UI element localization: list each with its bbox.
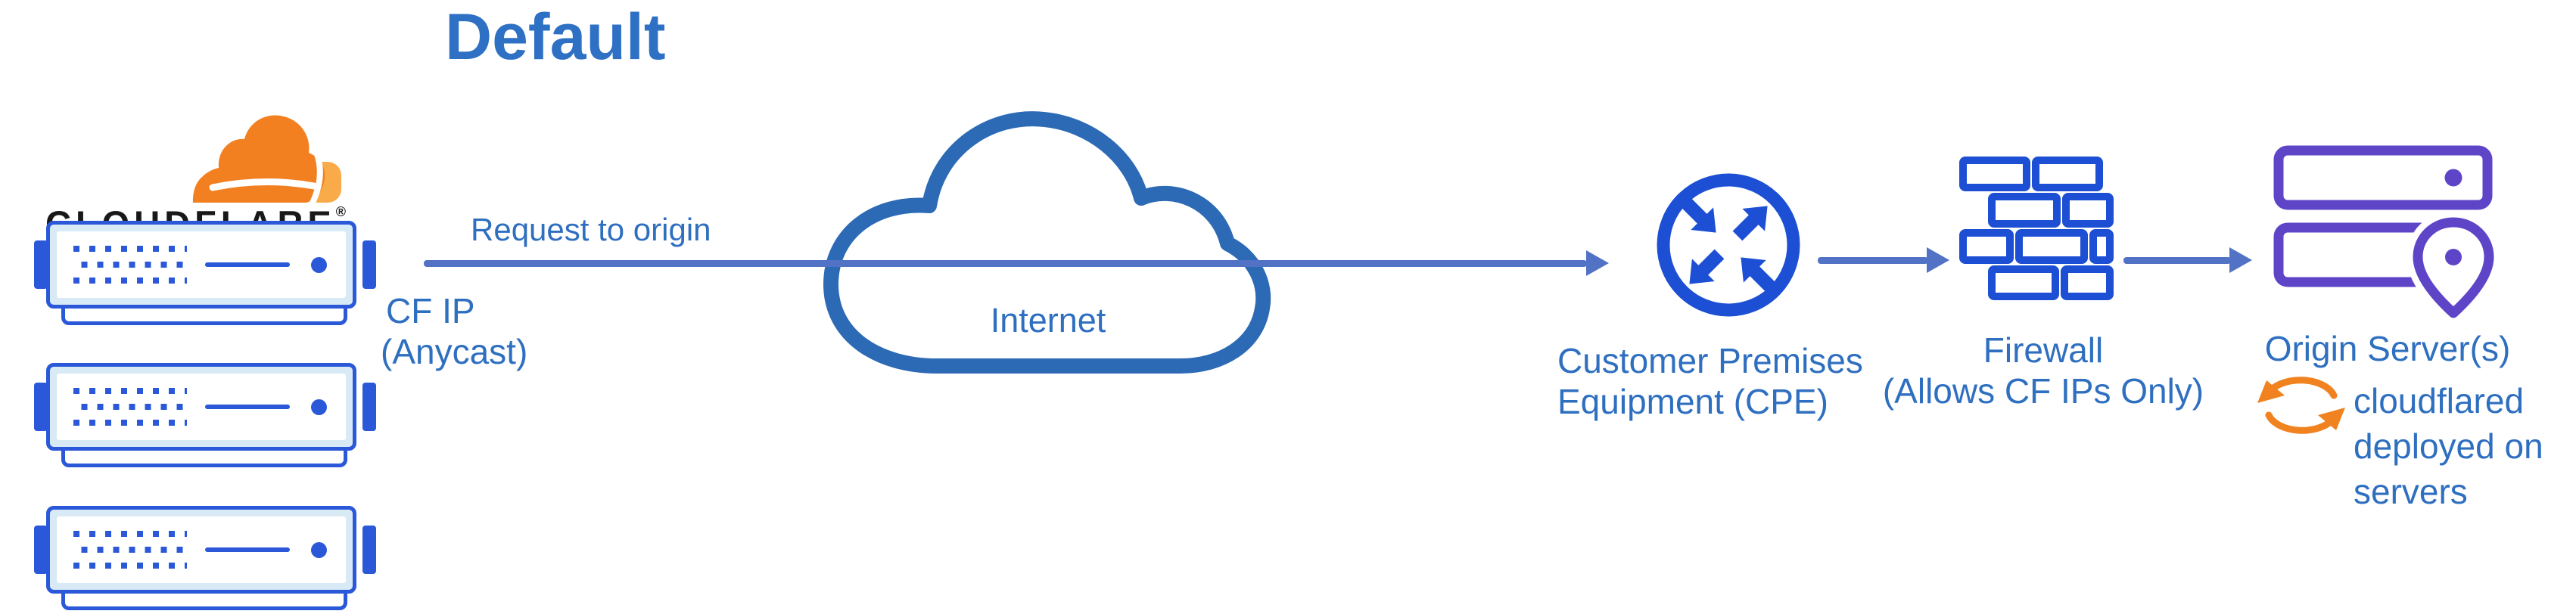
internet-label: Internet	[990, 301, 1106, 340]
firewall-label-line2: (Allows CF IPs Only)	[1882, 371, 2204, 411]
origin-servers-icon	[2273, 145, 2497, 321]
sync-arrows-icon	[2257, 377, 2345, 434]
origin-label: Origin Server(s)	[2264, 329, 2511, 368]
request-to-origin-label: Request to origin	[471, 212, 711, 247]
server-chassis	[46, 506, 356, 594]
cloudflare-server-icon	[34, 363, 376, 473]
arrow-head-icon	[1927, 247, 1949, 273]
location-pin-icon	[2406, 211, 2497, 321]
server-front-panel	[57, 374, 346, 440]
internet-cloud-icon	[823, 111, 1271, 374]
firewall-brick-icon	[1959, 157, 2114, 300]
server-vent-dots	[73, 531, 187, 569]
server-vent-dots	[73, 388, 187, 426]
server-power-dot	[311, 541, 327, 558]
cf-ip-label-line2: (Anycast)	[381, 332, 528, 371]
flow-arrow-main	[424, 260, 1587, 267]
server-slot-line	[205, 547, 290, 552]
cloudflared-note-line1: cloudflared	[2354, 381, 2525, 420]
arrow-head-icon	[2229, 247, 2252, 273]
server-chassis	[46, 363, 356, 451]
cpe-router-icon	[1657, 173, 1800, 317]
cloudflare-server-icon	[34, 221, 376, 331]
server-vent-dots	[73, 246, 187, 284]
flow-arrow-firewall-origin	[2123, 257, 2231, 264]
server-chassis	[46, 221, 356, 309]
server-slot-line	[205, 262, 290, 267]
cloudflare-server-icon	[34, 506, 376, 614]
server-side-tab	[34, 526, 48, 574]
cloudflared-note-line2: deployed on	[2354, 426, 2543, 466]
cloudflared-note-line3: servers	[2354, 472, 2468, 511]
arrow-head-icon	[1586, 250, 1609, 276]
server-side-tab	[362, 240, 376, 289]
cpe-label-line1: Customer Premises	[1557, 341, 1863, 380]
server-slot-line	[205, 405, 290, 409]
server-base-tray	[61, 449, 347, 467]
server-base-tray	[61, 307, 347, 325]
cf-ip-label-line1: CF IP	[386, 291, 475, 330]
server-side-tab	[362, 383, 376, 431]
flow-arrow-cpe-firewall	[1818, 257, 1928, 264]
firewall-label-line1: Firewall	[1983, 330, 2104, 370]
server-side-tab	[34, 383, 48, 431]
registered-mark: ®	[335, 204, 347, 219]
cpe-label-line2: Equipment (CPE)	[1557, 382, 1828, 421]
server-front-panel	[57, 231, 346, 298]
cloudflare-cloud-icon	[192, 115, 341, 203]
page-title: Default	[445, 1, 666, 73]
server-side-tab	[34, 240, 48, 289]
server-power-dot	[311, 398, 327, 415]
server-base-tray	[61, 592, 347, 610]
server-power-dot	[311, 256, 327, 273]
server-front-panel	[57, 516, 346, 583]
cloudflared-note: cloudflared deployed on servers	[2354, 378, 2543, 514]
server-side-tab	[362, 526, 376, 574]
